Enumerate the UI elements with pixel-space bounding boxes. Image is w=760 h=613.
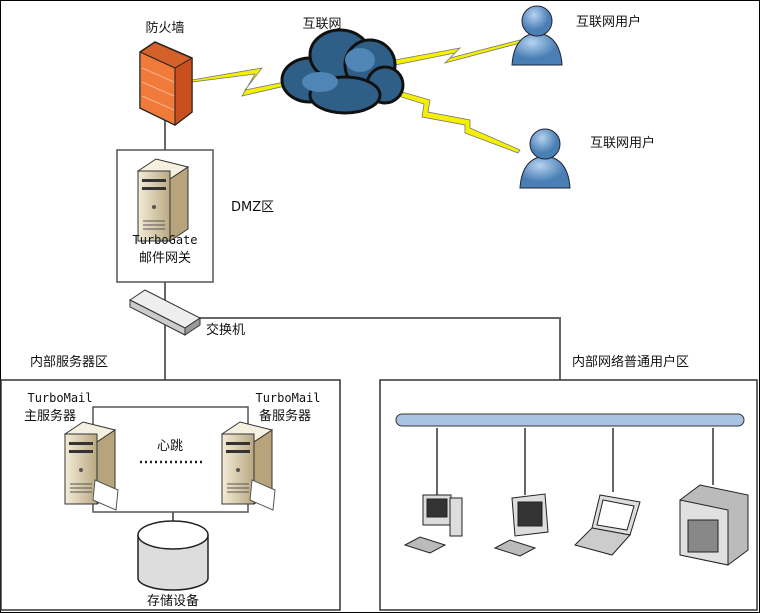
heartbeat-label: 心跳 bbox=[157, 439, 183, 454]
switch-label: 交换机 bbox=[206, 322, 245, 338]
mail-icon bbox=[249, 479, 276, 511]
firewall-label: 防火墙 bbox=[145, 20, 184, 36]
laptop-icon bbox=[574, 494, 641, 556]
primary-server-role: 主服务器 bbox=[24, 408, 76, 424]
backup-server-role: 备服务器 bbox=[259, 408, 311, 424]
internet-user-label-2: 互联网用户 bbox=[590, 135, 655, 151]
network-bus bbox=[395, 413, 745, 427]
dmz-label: DMZ区 bbox=[231, 200, 274, 215]
server-icon bbox=[137, 158, 189, 242]
switch-icon bbox=[129, 289, 201, 336]
internal-user-zone-box bbox=[379, 379, 758, 611]
user-icon bbox=[511, 5, 563, 66]
monitor-icon bbox=[493, 493, 549, 557]
storage-icon bbox=[137, 520, 209, 591]
dmz-box bbox=[116, 149, 214, 283]
cloud-highlight bbox=[302, 48, 375, 92]
user-icon bbox=[519, 128, 571, 189]
internal-user-zone-label: 内部网络普通用户区 bbox=[572, 354, 689, 370]
internal-server-zone-box bbox=[0, 379, 341, 611]
connection-lines bbox=[164, 120, 714, 522]
storage-label: 存储设备 bbox=[147, 593, 199, 609]
internet-label: 互联网 bbox=[302, 17, 341, 32]
desktop-icon bbox=[403, 494, 463, 554]
firewall-icon bbox=[139, 41, 193, 127]
gateway-name: TurboGate bbox=[132, 233, 197, 247]
mail-icon bbox=[92, 479, 119, 511]
internet-user-label-1: 互联网用户 bbox=[576, 14, 641, 30]
cloud-icon bbox=[280, 28, 405, 115]
primary-server-name: TurboMail bbox=[27, 391, 92, 405]
gateway-role: 邮件网关 bbox=[139, 251, 191, 266]
backup-server-name: TurboMail bbox=[255, 391, 320, 405]
mainframe-icon bbox=[679, 484, 749, 566]
internal-server-zone-label: 内部服务器区 bbox=[30, 354, 108, 370]
